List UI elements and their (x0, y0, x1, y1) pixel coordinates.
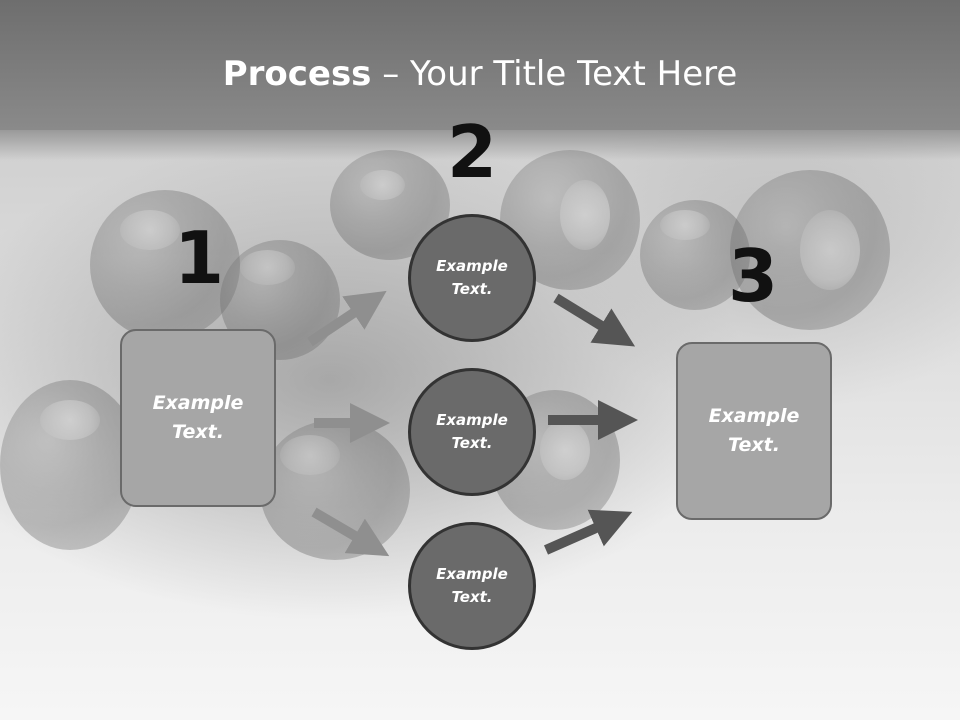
slide-title: Process – Your Title Text Here (0, 52, 960, 96)
title-rest: – Your Title Text Here (371, 54, 738, 94)
title-strong: Process (222, 54, 372, 94)
circle-top-text-line1: Example (436, 257, 508, 275)
circle-bottom[interactable]: Example Text. (408, 522, 536, 650)
circle-top-label: Example Text. (426, 255, 518, 301)
step-1-box[interactable]: Example Text. (120, 329, 276, 507)
step-3-text-line1: Example (708, 405, 800, 427)
circle-bottom-label: Example Text. (426, 563, 518, 609)
arrow-2c-to-3 (543, 509, 633, 555)
step-1-text-line2: Text. (172, 421, 224, 443)
step-number-1: 1 (173, 216, 225, 300)
step-1-text-line1: Example (152, 392, 244, 414)
circle-top-text-line2: Text. (451, 280, 493, 298)
olive-shape (640, 200, 750, 310)
step-number-2: 2 (446, 110, 498, 194)
arrow-2a-to-3 (553, 293, 636, 347)
step-3-text-line2: Text. (728, 434, 780, 456)
olive-shape (730, 170, 890, 330)
arrow-1-to-2a (307, 290, 387, 347)
circle-middle-text-line2: Text. (451, 434, 493, 452)
olive-shape (0, 380, 140, 550)
step-number-3: 3 (727, 234, 779, 318)
circle-top[interactable]: Example Text. (408, 214, 536, 342)
circle-middle-text-line1: Example (436, 411, 508, 429)
circle-middle-label: Example Text. (426, 409, 518, 455)
olive-shape (90, 190, 240, 340)
step-1-label: Example Text. (143, 389, 254, 447)
title-band (0, 0, 960, 160)
circle-bottom-text-line1: Example (436, 565, 508, 583)
step-3-box[interactable]: Example Text. (676, 342, 832, 520)
circle-middle[interactable]: Example Text. (408, 368, 536, 496)
step-3-label: Example Text. (699, 402, 810, 460)
arrow-1-to-2c (311, 507, 390, 557)
circle-bottom-text-line2: Text. (451, 588, 493, 606)
